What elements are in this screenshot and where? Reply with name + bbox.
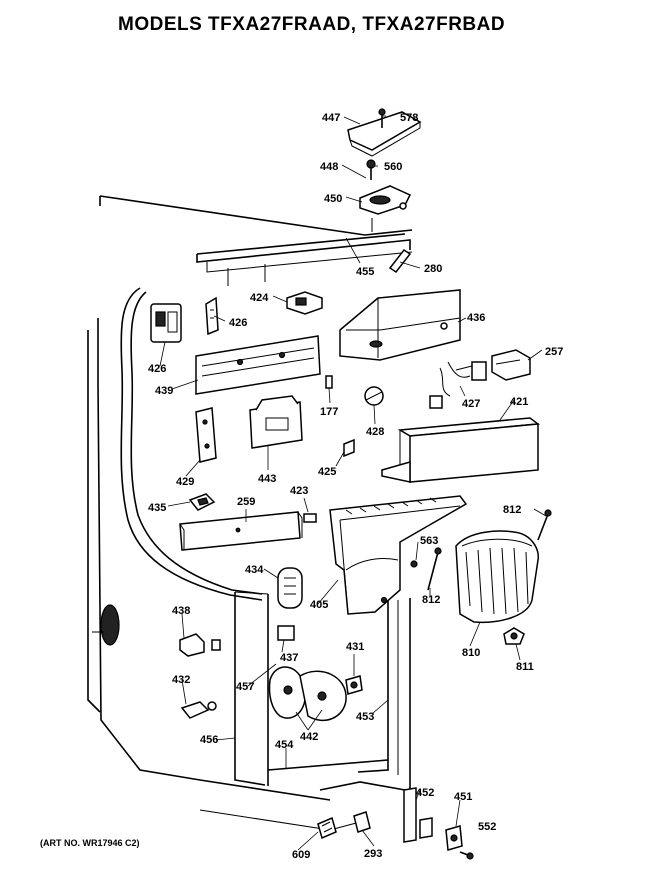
label-405: 405 bbox=[310, 599, 328, 611]
label-434: 434 bbox=[245, 564, 264, 576]
part-450-bracket bbox=[359, 185, 412, 232]
label-439: 439 bbox=[155, 385, 173, 397]
part-423-clip bbox=[303, 513, 317, 523]
label-450: 450 bbox=[324, 193, 342, 205]
part-452-bracket bbox=[403, 787, 433, 843]
label-427: 427 bbox=[462, 398, 480, 410]
part-552-screw bbox=[459, 851, 474, 860]
part-177-clip bbox=[325, 375, 333, 389]
label-811: 811 bbox=[516, 661, 534, 673]
part-812b-wire bbox=[427, 547, 442, 591]
part-293-plug bbox=[353, 811, 371, 833]
label-609: 609 bbox=[292, 849, 310, 861]
label-455: 455 bbox=[356, 266, 374, 278]
part-429-bracket bbox=[195, 407, 217, 463]
part-259-light-shield bbox=[179, 511, 303, 551]
label-437: 437 bbox=[280, 652, 298, 664]
label-454: 454 bbox=[275, 739, 294, 751]
part-428-knob bbox=[364, 386, 384, 406]
part-427-harness bbox=[429, 361, 487, 409]
label-436: 436 bbox=[467, 312, 485, 324]
part-438-socket bbox=[179, 633, 221, 657]
part-405-evaporator-cover bbox=[329, 495, 468, 615]
part-448-screw bbox=[366, 159, 376, 180]
part-432-lamp bbox=[180, 701, 217, 719]
part-421-heater-channel bbox=[381, 417, 541, 483]
label-456: 456 bbox=[200, 734, 218, 746]
leader-lines bbox=[159, 115, 547, 851]
part-442-control bbox=[268, 666, 347, 721]
part-437-switch bbox=[277, 625, 295, 641]
label-810: 810 bbox=[462, 647, 480, 659]
part-labels: 447 578 448 560 450 455 280 424 426 426 … bbox=[148, 112, 563, 861]
label-426b: 426 bbox=[148, 363, 166, 375]
part-257-timer bbox=[491, 349, 531, 381]
part-439-rail bbox=[195, 335, 321, 395]
label-293: 293 bbox=[364, 848, 382, 860]
part-431-thermostat bbox=[345, 675, 363, 695]
label-578: 578 bbox=[400, 112, 418, 124]
label-425: 425 bbox=[318, 466, 336, 478]
part-280-hinge-pin bbox=[388, 248, 412, 274]
part-578-screw bbox=[378, 108, 386, 128]
part-425-clip bbox=[343, 438, 355, 458]
label-442: 442 bbox=[300, 731, 318, 743]
label-457: 457 bbox=[236, 681, 254, 693]
part-443-control-bracket bbox=[249, 395, 303, 449]
part-563-screw bbox=[410, 560, 418, 568]
part-436-fan-housing bbox=[339, 289, 461, 361]
label-435: 435 bbox=[148, 502, 166, 514]
label-431: 431 bbox=[346, 641, 364, 653]
label-280: 280 bbox=[424, 263, 442, 275]
label-452: 452 bbox=[416, 787, 434, 799]
label-448: 448 bbox=[320, 161, 338, 173]
part-447-cover bbox=[347, 111, 422, 157]
label-423: 423 bbox=[290, 485, 308, 497]
part-434-thermostat-knob bbox=[277, 567, 303, 609]
label-451: 451 bbox=[454, 791, 472, 803]
part-426b-wire-clip bbox=[205, 296, 219, 336]
part-424-switch bbox=[286, 291, 323, 315]
label-563: 563 bbox=[420, 535, 438, 547]
part-810-heater-coil bbox=[455, 530, 540, 624]
art-number: (ART NO. WR17946 C2) bbox=[40, 838, 140, 848]
label-453: 453 bbox=[356, 711, 374, 723]
part-609-connector bbox=[317, 816, 337, 840]
label-432: 432 bbox=[172, 674, 190, 686]
part-811-terminal bbox=[503, 627, 525, 645]
label-259: 259 bbox=[237, 496, 255, 508]
part-812a-wire bbox=[537, 509, 552, 541]
label-560: 560 bbox=[384, 161, 402, 173]
label-177: 177 bbox=[320, 406, 338, 418]
label-424: 424 bbox=[250, 292, 269, 304]
refrigerator-cabinet bbox=[87, 195, 413, 831]
label-443: 443 bbox=[258, 473, 276, 485]
label-428: 428 bbox=[366, 426, 384, 438]
part-426-light-socket bbox=[150, 303, 182, 343]
label-257: 257 bbox=[545, 346, 563, 358]
label-426: 426 bbox=[229, 317, 247, 329]
label-429: 429 bbox=[176, 476, 194, 488]
label-421: 421 bbox=[510, 396, 528, 408]
label-447: 447 bbox=[322, 112, 340, 124]
part-451-clip bbox=[445, 825, 463, 851]
label-812b: 812 bbox=[422, 594, 440, 606]
label-438: 438 bbox=[172, 605, 190, 617]
part-435-connector bbox=[188, 493, 216, 511]
label-812a: 812 bbox=[503, 504, 521, 516]
label-552: 552 bbox=[478, 821, 496, 833]
diagram-title: MODELS TFXA27FRAAD, TFXA27FRBAD bbox=[118, 14, 506, 35]
